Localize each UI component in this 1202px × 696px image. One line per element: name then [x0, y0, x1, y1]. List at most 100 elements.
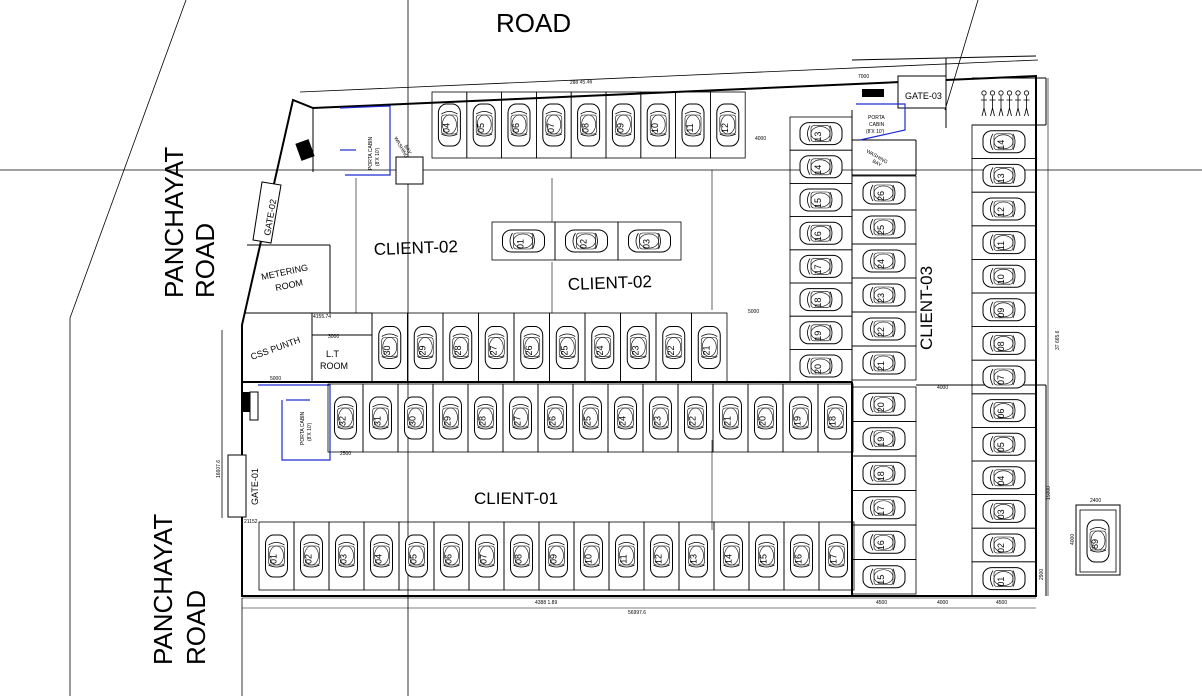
stall-number: 04 [441, 123, 451, 133]
stall-colbb-17: 17 [851, 490, 917, 526]
stall-number: 25 [583, 416, 593, 426]
stall-number: 11 [619, 554, 629, 563]
stall-number: 16 [794, 554, 804, 564]
stall-number: 01 [269, 554, 279, 564]
stall-number: 20 [813, 364, 823, 374]
stall-number: 20 [876, 402, 886, 412]
stall-number: 18 [828, 416, 838, 426]
stall-bottom-04: 04 [363, 521, 400, 591]
stall-mid-23: 23 [620, 312, 657, 383]
stall-number: 27 [488, 345, 498, 355]
porta-cabin-3-line3: (8'X 10') [866, 129, 885, 135]
metering-room-line2: ROOM [274, 277, 303, 293]
stall-colbt-26: 26 [851, 175, 917, 211]
stall-bottom-02: 02 [293, 521, 330, 591]
stall-cola-20: 20 [789, 348, 853, 383]
stall-colbt-21: 21 [851, 345, 917, 381]
stall-mid-22: 22 [655, 312, 692, 383]
stall-lu-24: 24 [607, 383, 644, 453]
dim-bottom-sub: 4388 1.89 [535, 600, 557, 606]
stall-number: 01 [996, 577, 1006, 587]
stall-c02-03: 03 [617, 221, 682, 261]
stall-number: 15 [759, 554, 769, 564]
stall-number: 17 [876, 506, 886, 516]
stall-colc-11: 11 [971, 225, 1037, 260]
stall-top-09: 09 [605, 91, 642, 159]
stall-cola-18: 18 [789, 282, 853, 317]
stall-number: 21 [701, 345, 711, 355]
stall-bottom-12: 12 [643, 521, 680, 591]
stall-number: 14 [724, 554, 734, 564]
stall-colc-02: 02 [971, 527, 1037, 563]
stall-bottom-03: 03 [328, 521, 365, 591]
stall-lu-30: 30 [397, 383, 434, 453]
stall-colc-09: 09 [971, 292, 1037, 327]
stall-mid-25: 25 [549, 312, 586, 383]
stall-colbb-20: 20 [851, 386, 917, 422]
stall-c02-01: 01 [491, 221, 556, 261]
stall-top-06: 06 [501, 91, 537, 159]
dim-bottom-total: 56997.6 [628, 610, 646, 616]
stall-lu-31: 31 [362, 383, 399, 453]
stall-cola-19: 19 [789, 315, 853, 350]
stall-number: 15 [813, 198, 823, 208]
client-03-label: CLIENT-03 [917, 266, 936, 350]
stall-cola-17: 17 [789, 249, 853, 284]
stall-number: 26 [524, 345, 534, 355]
stall-number: 05 [409, 554, 419, 564]
stall-colc-08: 08 [971, 326, 1037, 361]
stall-mid-26: 26 [513, 312, 550, 383]
stall-bottom-14: 14 [713, 521, 750, 591]
stall-isolated-89: 89 [1079, 509, 1117, 573]
stall-number: 17 [813, 264, 823, 274]
stall-number: 09 [996, 308, 1006, 318]
stall-number: 30 [408, 416, 418, 426]
stall-mid-29: 29 [407, 312, 444, 383]
stall-lu-20: 20 [747, 383, 784, 453]
stall-number: 13 [996, 173, 1006, 183]
stall-number: 07 [479, 554, 489, 564]
panchayat-road-bottom-line2: ROAD [181, 590, 211, 665]
stall-colc-03: 03 [971, 494, 1037, 529]
stall-number: 13 [813, 132, 823, 142]
stall-number: 14 [996, 140, 1006, 150]
fixtures [242, 89, 884, 421]
stall-number: 23 [630, 345, 640, 355]
porta-cabins [258, 103, 906, 461]
stall-number: 11 [996, 241, 1006, 250]
stall-number: 10 [584, 554, 594, 564]
stall-colc-14: 14 [971, 124, 1037, 159]
stall-colbb-18: 18 [851, 455, 917, 491]
stall-number: 09 [615, 123, 625, 133]
stall-c02-02: 02 [554, 221, 619, 261]
dim-5000: 5000 [748, 309, 759, 315]
stall-number: 07 [996, 375, 1006, 385]
stall-number: 28 [478, 416, 488, 426]
stall-colc-05: 05 [971, 426, 1037, 462]
stall-top-07: 07 [536, 91, 572, 159]
stall-number: 18 [813, 298, 823, 308]
dim-2500: 2500 [340, 451, 351, 457]
stall-lu-21: 21 [712, 383, 749, 453]
client-02-label-b: CLIENT-02 [567, 272, 652, 294]
stall-colc-06: 06 [971, 393, 1037, 428]
stall-mid-30: 30 [371, 312, 408, 383]
stall-number: 21 [876, 361, 886, 371]
stall-number: 04 [996, 476, 1006, 486]
stall-bottom-16: 16 [783, 521, 820, 591]
stall-number: 26 [876, 191, 886, 201]
stall-number: 24 [876, 259, 886, 269]
stall-number: 03 [642, 239, 652, 249]
stall-lu-19: 19 [782, 383, 819, 453]
stall-mid-21: 21 [691, 312, 728, 383]
stall-colbb-19: 19 [851, 421, 917, 457]
toilet-figures [981, 90, 1030, 117]
washing-bay-2-line2: BAY [871, 159, 883, 169]
stall-lu-18: 18 [817, 383, 854, 453]
stall-cola-13: 13 [789, 116, 853, 151]
stall-number: 03 [996, 509, 1006, 519]
stall-number: 02 [996, 543, 1006, 553]
gate-03-box [897, 75, 947, 109]
stall-number: 31 [373, 416, 383, 426]
dim-gate01: 21152 [244, 519, 258, 525]
